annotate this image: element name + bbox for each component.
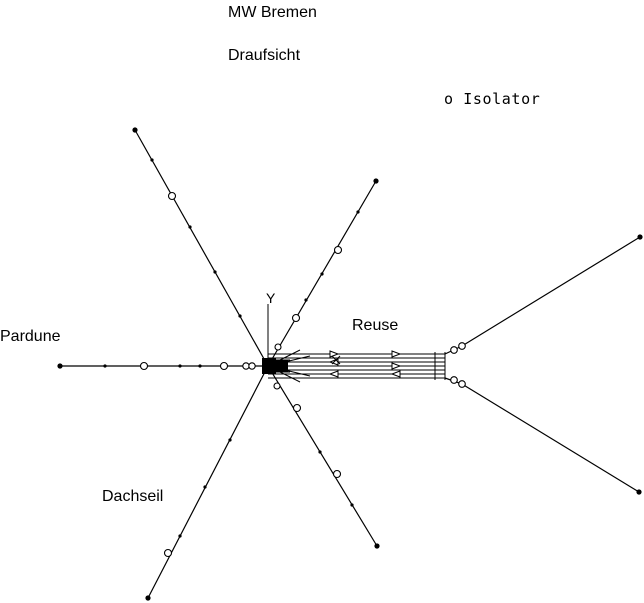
mast-base xyxy=(262,358,288,374)
diagram-subtitle: Draufsicht xyxy=(228,47,301,64)
isolators xyxy=(139,191,343,558)
y-axis-label: Y xyxy=(266,290,276,306)
guy-wire-ticks xyxy=(103,158,360,538)
guy-wire-upper-left xyxy=(134,129,269,367)
pardune-label: Pardune xyxy=(0,328,61,345)
feeder-lines xyxy=(444,236,641,493)
reuse-markers xyxy=(328,350,402,378)
legend-isolator: o Isolator xyxy=(444,90,540,108)
isolator-legend-label: Isolator xyxy=(463,90,541,108)
guy-wire-lower-right xyxy=(267,365,378,547)
reuse-label: Reuse xyxy=(352,317,399,334)
guy-wires xyxy=(60,129,378,599)
dachseil-label: Dachseil xyxy=(102,488,164,505)
feeder-isolators xyxy=(450,342,466,388)
isolator-legend-icon: o xyxy=(444,90,454,108)
reuse-cage xyxy=(262,349,446,383)
diagram-title: MW Bremen xyxy=(228,4,317,21)
guy-wire-lower-left xyxy=(147,365,269,599)
